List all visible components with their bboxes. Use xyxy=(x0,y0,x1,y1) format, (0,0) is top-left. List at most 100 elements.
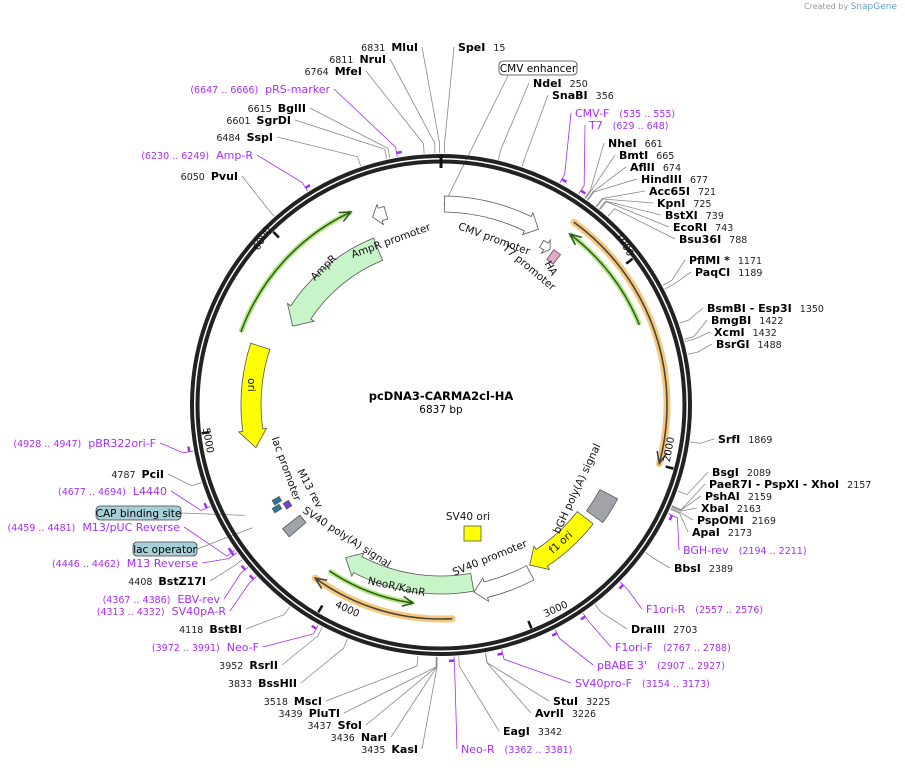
primer-range: (6230 .. 6249) xyxy=(141,151,209,162)
orf-cds-top[interactable] xyxy=(570,218,671,467)
primer-label[interactable]: (4459 .. 4481)M13/pUC Reverse xyxy=(8,521,181,534)
neor-kanr-arrow[interactable] xyxy=(345,552,475,595)
primer-label[interactable]: (6230 .. 6249)Amp-R xyxy=(141,149,253,162)
ampr-promoter-arrow[interactable] xyxy=(372,203,389,226)
enzyme-position: 6050 xyxy=(181,172,205,183)
sv40-polya-box[interactable] xyxy=(282,514,307,538)
bgh-polya-box[interactable] xyxy=(586,488,619,524)
primer-label[interactable]: F1ori-R(2557 .. 2576) xyxy=(646,603,763,616)
feature-label-ampr-promoter[interactable]: AmpR promoter xyxy=(350,221,433,261)
primer-range: (2557 .. 2576) xyxy=(695,605,763,616)
primer-label[interactable]: (4367 .. 4386)EBV-rev xyxy=(103,593,221,606)
enzyme-position: 3437 xyxy=(307,721,331,732)
ampr-arrow[interactable] xyxy=(286,237,384,327)
ori-arrow[interactable] xyxy=(237,342,271,449)
primer-label[interactable]: Neo-R(3362 .. 3381) xyxy=(461,743,572,756)
primer-label[interactable]: F1ori-F(2767 .. 2788) xyxy=(615,641,731,654)
sv40-ori-box[interactable] xyxy=(463,525,482,542)
primer-label[interactable]: SV40pro-F(3154 .. 3173) xyxy=(575,677,710,690)
feature-box-cap-binding-site[interactable] xyxy=(95,505,182,521)
t7-promoter-arrow[interactable] xyxy=(539,238,551,255)
cap-site-mark[interactable] xyxy=(271,503,283,514)
primer-label[interactable]: (6647 .. 6666)pRS-marker xyxy=(190,83,330,96)
feature-box-lac-operator[interactable] xyxy=(132,541,198,557)
enzyme-leader-line xyxy=(595,190,646,207)
feature-label-lac-promoter[interactable]: lac promoter xyxy=(269,435,303,503)
primer-label[interactable]: (4677 .. 4694)L4440 xyxy=(58,485,167,498)
primer-label[interactable]: (4928 .. 4947)pBR322ori-F xyxy=(13,437,156,450)
feature-label-ori[interactable]: ori xyxy=(245,378,257,392)
cmv-promoter-arrow[interactable] xyxy=(443,195,539,236)
enzyme-position: 1350 xyxy=(800,304,824,315)
enzyme-name: StuI xyxy=(553,695,578,708)
f1-ori-arrow[interactable] xyxy=(529,510,594,571)
ha-tag-box[interactable] xyxy=(546,249,562,265)
primer-label[interactable]: BGH-rev(2194 .. 2211) xyxy=(683,544,807,557)
enzyme-leader-line xyxy=(664,271,692,290)
primer-label[interactable]: (3972 .. 3991)Neo-F xyxy=(152,641,259,654)
primer-label[interactable]: (4313 .. 4332)SV40pA-R xyxy=(97,605,227,618)
enzyme-name: BmgBI xyxy=(711,314,751,327)
m13-rev-mark[interactable] xyxy=(282,499,293,510)
feature-box-cmv-enhancer[interactable] xyxy=(498,60,578,76)
enzyme-position: 6831 xyxy=(361,43,385,54)
sv40-promoter-arrow[interactable] xyxy=(473,565,535,603)
feature-label-sv40-ori[interactable]: SV40 ori xyxy=(446,511,490,523)
enzyme-leader-line xyxy=(607,208,676,240)
primer-label[interactable]: pBABE 3'(2907 .. 2927) xyxy=(597,659,725,672)
primer-label[interactable]: T7(629 .. 648) xyxy=(588,119,668,132)
enzyme-site-label[interactable]: PflMI *1171 xyxy=(689,254,762,267)
enzyme-position: 3342 xyxy=(538,727,562,738)
lac-operator-mark[interactable] xyxy=(271,496,283,506)
primer-label[interactable]: (4446 .. 4462)M13 Reverse xyxy=(52,557,198,570)
primer-label[interactable]: CMV-F(535 .. 555) xyxy=(575,107,675,120)
